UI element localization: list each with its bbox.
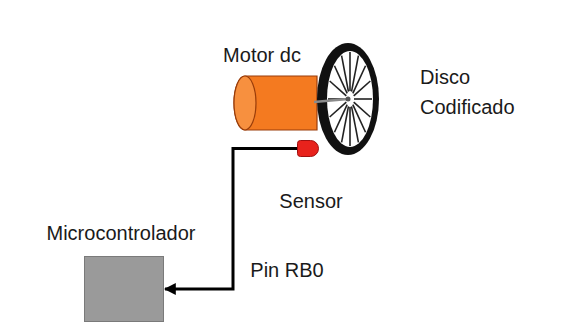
disk-outline	[316, 42, 380, 156]
disk-spoke	[354, 102, 371, 117]
part-label: Motor dc	[223, 43, 301, 67]
disk-spoke	[334, 105, 347, 133]
microcontroller-box: Microcontrolador	[84, 256, 164, 322]
motor-dc: Motor dc	[233, 75, 318, 131]
part-label: Sensor	[279, 189, 342, 213]
disk-spoke	[342, 56, 349, 92]
disk-spoke	[342, 106, 349, 142]
disk-spoke	[354, 81, 371, 96]
part-label: Disco Codificado	[420, 62, 560, 122]
encoder-disk: Disco Codificado	[316, 42, 380, 156]
label-block: Disco Codificado	[420, 62, 560, 122]
label-block: Microcontrolador	[1, 221, 241, 245]
motor-shaft	[314, 99, 348, 102]
optical-sensor: Sensor	[297, 140, 319, 157]
disk-rim	[317, 43, 379, 155]
pin-label: Pin RB0	[250, 259, 323, 282]
part-label: Microcontrolador	[47, 221, 196, 245]
motor-cylinder	[234, 76, 317, 130]
disk-spoke	[349, 52, 351, 91]
disk-spoke	[330, 102, 347, 117]
disk-spoke	[349, 107, 351, 146]
disk-spoke	[334, 66, 347, 94]
motor-end	[234, 76, 256, 130]
disk-spoke	[353, 105, 366, 133]
disk-spoke	[353, 66, 366, 94]
disk-hub	[346, 97, 351, 102]
label-block: Sensor	[211, 189, 411, 213]
disk-spoke	[352, 106, 359, 142]
disk-spoke	[330, 81, 347, 96]
motor-body	[233, 75, 318, 131]
disk-spoke	[352, 56, 359, 92]
disk-spoke	[354, 98, 372, 100]
